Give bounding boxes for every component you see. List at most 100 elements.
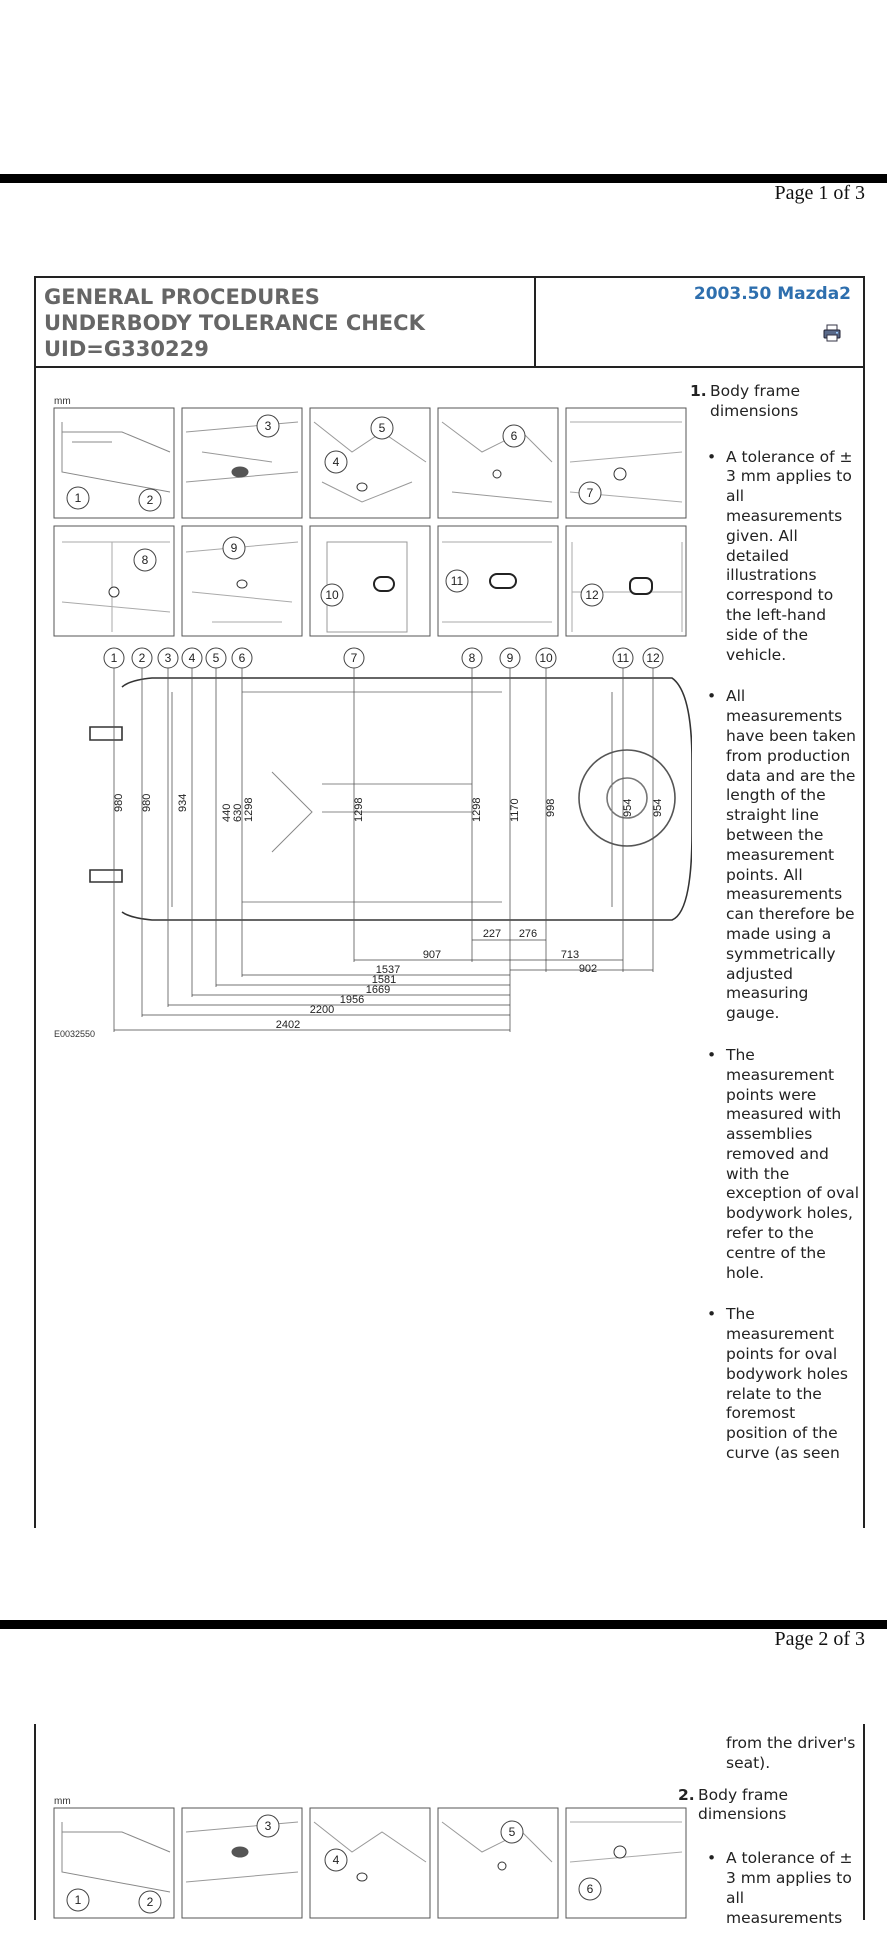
instructions-column: 1. Body frame dimensions A tolerance of … — [690, 382, 860, 1486]
procedure-body — [34, 366, 865, 1528]
dim-934: 934 — [177, 794, 189, 812]
print-icon[interactable] — [823, 324, 841, 342]
uid-label: UID=G330229 — [44, 337, 209, 361]
underbody-outline — [89, 677, 692, 921]
continuation-text: from the driver's seat). — [726, 1734, 856, 1772]
station-callouts: 1 2 3 4 5 6 7 8 9 10 11 12 — [103, 647, 664, 669]
dim-630: 630 — [232, 804, 244, 822]
step-number: 2. — [678, 1785, 695, 1804]
step-1-bullets: A tolerance of ± 3 mm applies to all mea… — [690, 448, 860, 1464]
callout-7: 7 — [578, 481, 602, 505]
unit-label: mm — [54, 1796, 71, 1807]
page-separator — [0, 174, 887, 183]
station-6: 6 — [231, 647, 253, 669]
page-number: Page 2 of 3 — [774, 1628, 865, 1650]
underbody-diagram-page-2: mm 1 2 3 4 5 6 — [53, 1796, 687, 1919]
step-title: Body frame dimensions — [698, 1785, 789, 1824]
svg-text:5: 5 — [509, 1825, 516, 1839]
instructions-column-page-2: from the driver's seat). 2. Body frame d… — [678, 1734, 860, 1950]
bullet-item: The measurement points were measured wit… — [707, 1046, 860, 1284]
svg-text:8: 8 — [142, 553, 149, 567]
callout-3: 3 — [256, 414, 280, 438]
callout-12: 12 — [580, 583, 604, 607]
detail-callouts: 1 2 3 4 5 6 7 8 9 10 11 12 — [66, 414, 604, 607]
svg-text:2: 2 — [147, 493, 154, 507]
svg-text:6: 6 — [239, 651, 246, 665]
callout-5: 5 — [370, 416, 394, 440]
callout-4: 4 — [324, 1848, 348, 1872]
page-separator — [0, 1620, 887, 1629]
step-number: 1. — [690, 382, 707, 400]
station-7: 7 — [343, 647, 365, 669]
step-title: Body frame dimensions — [710, 382, 801, 420]
svg-text:10: 10 — [325, 588, 339, 602]
svg-text:9: 9 — [231, 541, 238, 555]
bullet-item: A tolerance of ± 3 mm applies to all mea… — [707, 1849, 860, 1928]
step-2-bullets: A tolerance of ± 3 mm applies to all mea… — [690, 1849, 860, 1928]
svg-text:5: 5 — [213, 651, 220, 665]
station-2: 2 — [131, 647, 153, 669]
svg-text:4: 4 — [189, 651, 196, 665]
dim-276: 276 — [519, 928, 537, 940]
svg-text:8: 8 — [469, 651, 476, 665]
svg-text:4: 4 — [333, 1853, 340, 1867]
section-title: GENERAL PROCEDURES — [44, 285, 320, 309]
horizontal-dimension-lines — [114, 939, 653, 1031]
callout-3: 3 — [256, 1814, 280, 1838]
dim-1298-b: 1298 — [353, 798, 365, 822]
callout-1: 1 — [66, 486, 90, 510]
station-lines — [113, 668, 654, 1032]
detail-panel-row-2 — [53, 525, 687, 637]
callout-9: 9 — [222, 536, 246, 560]
svg-text:12: 12 — [585, 588, 599, 602]
dim-954-b: 954 — [652, 799, 664, 817]
svg-text:12: 12 — [646, 651, 660, 665]
svg-text:3: 3 — [165, 651, 172, 665]
step-2: 2. Body frame dimensions — [678, 1786, 860, 1826]
underbody-diagram: mm 1 2 3 4 — [53, 396, 692, 1039]
callout-11: 11 — [445, 569, 469, 593]
svg-text:7: 7 — [351, 651, 358, 665]
figure-code: E0032550 — [54, 1029, 95, 1039]
unit-label: mm — [54, 396, 71, 407]
callout-6: 6 — [502, 424, 526, 448]
dim-998: 998 — [545, 799, 557, 817]
svg-text:3: 3 — [265, 1819, 272, 1833]
dim-1581: 1581 — [372, 974, 396, 986]
bullet-item: All measurements have been taken from pr… — [707, 687, 860, 1024]
callout-2: 2 — [138, 1890, 162, 1914]
svg-text:1: 1 — [75, 491, 82, 505]
dim-227: 227 — [483, 928, 501, 940]
dim-902: 902 — [579, 963, 597, 975]
callout-10: 10 — [320, 583, 344, 607]
svg-text:5: 5 — [379, 421, 386, 435]
horizontal-dimensions: 907 227 276 713 902 1537 1581 1669 1956 … — [276, 928, 597, 1031]
svg-text:11: 11 — [617, 651, 630, 665]
station-5: 5 — [205, 647, 227, 669]
callout-8: 8 — [133, 548, 157, 572]
page-number: Page 1 of 3 — [774, 182, 865, 204]
svg-text:6: 6 — [587, 1882, 594, 1896]
dim-1298-c: 1298 — [471, 798, 483, 822]
svg-text:4: 4 — [333, 455, 340, 469]
dim-1537: 1537 — [376, 964, 400, 976]
svg-text:11: 11 — [451, 574, 464, 588]
bullet-item: The measurement points for oval bodywork… — [707, 1305, 860, 1463]
callout-5: 5 — [500, 1820, 524, 1844]
svg-text:1: 1 — [75, 1893, 82, 1907]
station-12: 12 — [642, 647, 664, 669]
svg-text:6: 6 — [511, 429, 518, 443]
dim-980-a: 980 — [113, 794, 125, 812]
dim-440: 440 — [221, 804, 233, 822]
station-3: 3 — [157, 647, 179, 669]
svg-text:1: 1 — [111, 651, 118, 665]
header-title-block: GENERAL PROCEDURES UNDERBODY TOLERANCE C… — [36, 278, 536, 366]
procedure-header: GENERAL PROCEDURES UNDERBODY TOLERANCE C… — [34, 276, 865, 368]
dim-1298-a: 1298 — [243, 798, 255, 822]
dim-1170: 1170 — [509, 798, 521, 822]
dim-1669: 1669 — [366, 984, 390, 996]
svg-text:2: 2 — [139, 651, 146, 665]
station-11: 11 — [612, 647, 634, 669]
callout-2: 2 — [138, 488, 162, 512]
vehicle-model: 2003.50 Mazda2 — [693, 284, 851, 304]
